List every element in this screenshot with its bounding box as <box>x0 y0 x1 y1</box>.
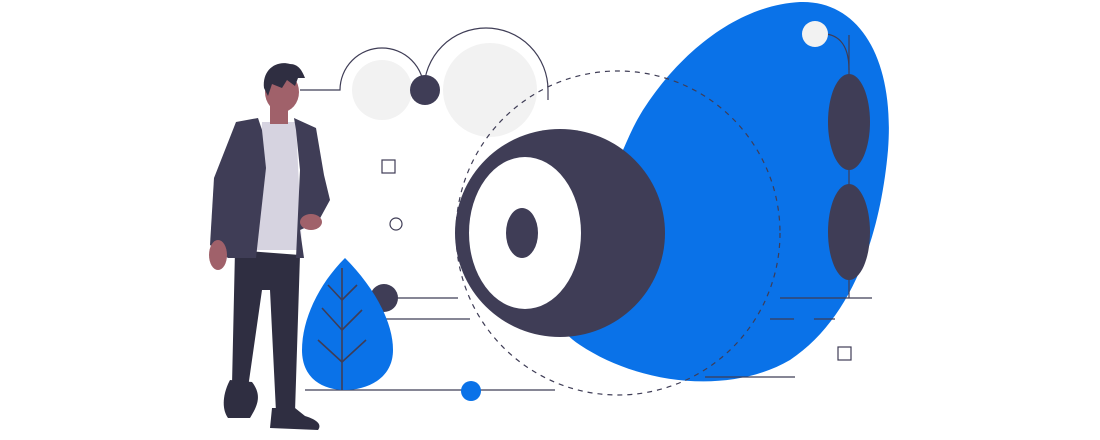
totem-lower-oval <box>828 184 870 280</box>
small-square-outline-bottom <box>837 346 852 361</box>
small-circle-outline <box>389 217 403 231</box>
small-square-outline-top <box>381 159 396 174</box>
top-dark-dot <box>410 75 440 105</box>
top-arcs <box>300 27 549 100</box>
leaf-icon <box>302 258 393 390</box>
dashed-orbit-circle <box>455 70 781 396</box>
bg-gray-circle-right <box>443 43 537 137</box>
totem-upper-oval <box>828 74 870 170</box>
blue-dot-right <box>794 309 814 329</box>
blue-dot-bottom <box>461 381 481 401</box>
totem-white-dot <box>802 21 828 47</box>
bg-gray-circle-left <box>352 60 412 120</box>
person-illustration-icon <box>209 63 330 430</box>
eye-icon <box>455 129 665 337</box>
